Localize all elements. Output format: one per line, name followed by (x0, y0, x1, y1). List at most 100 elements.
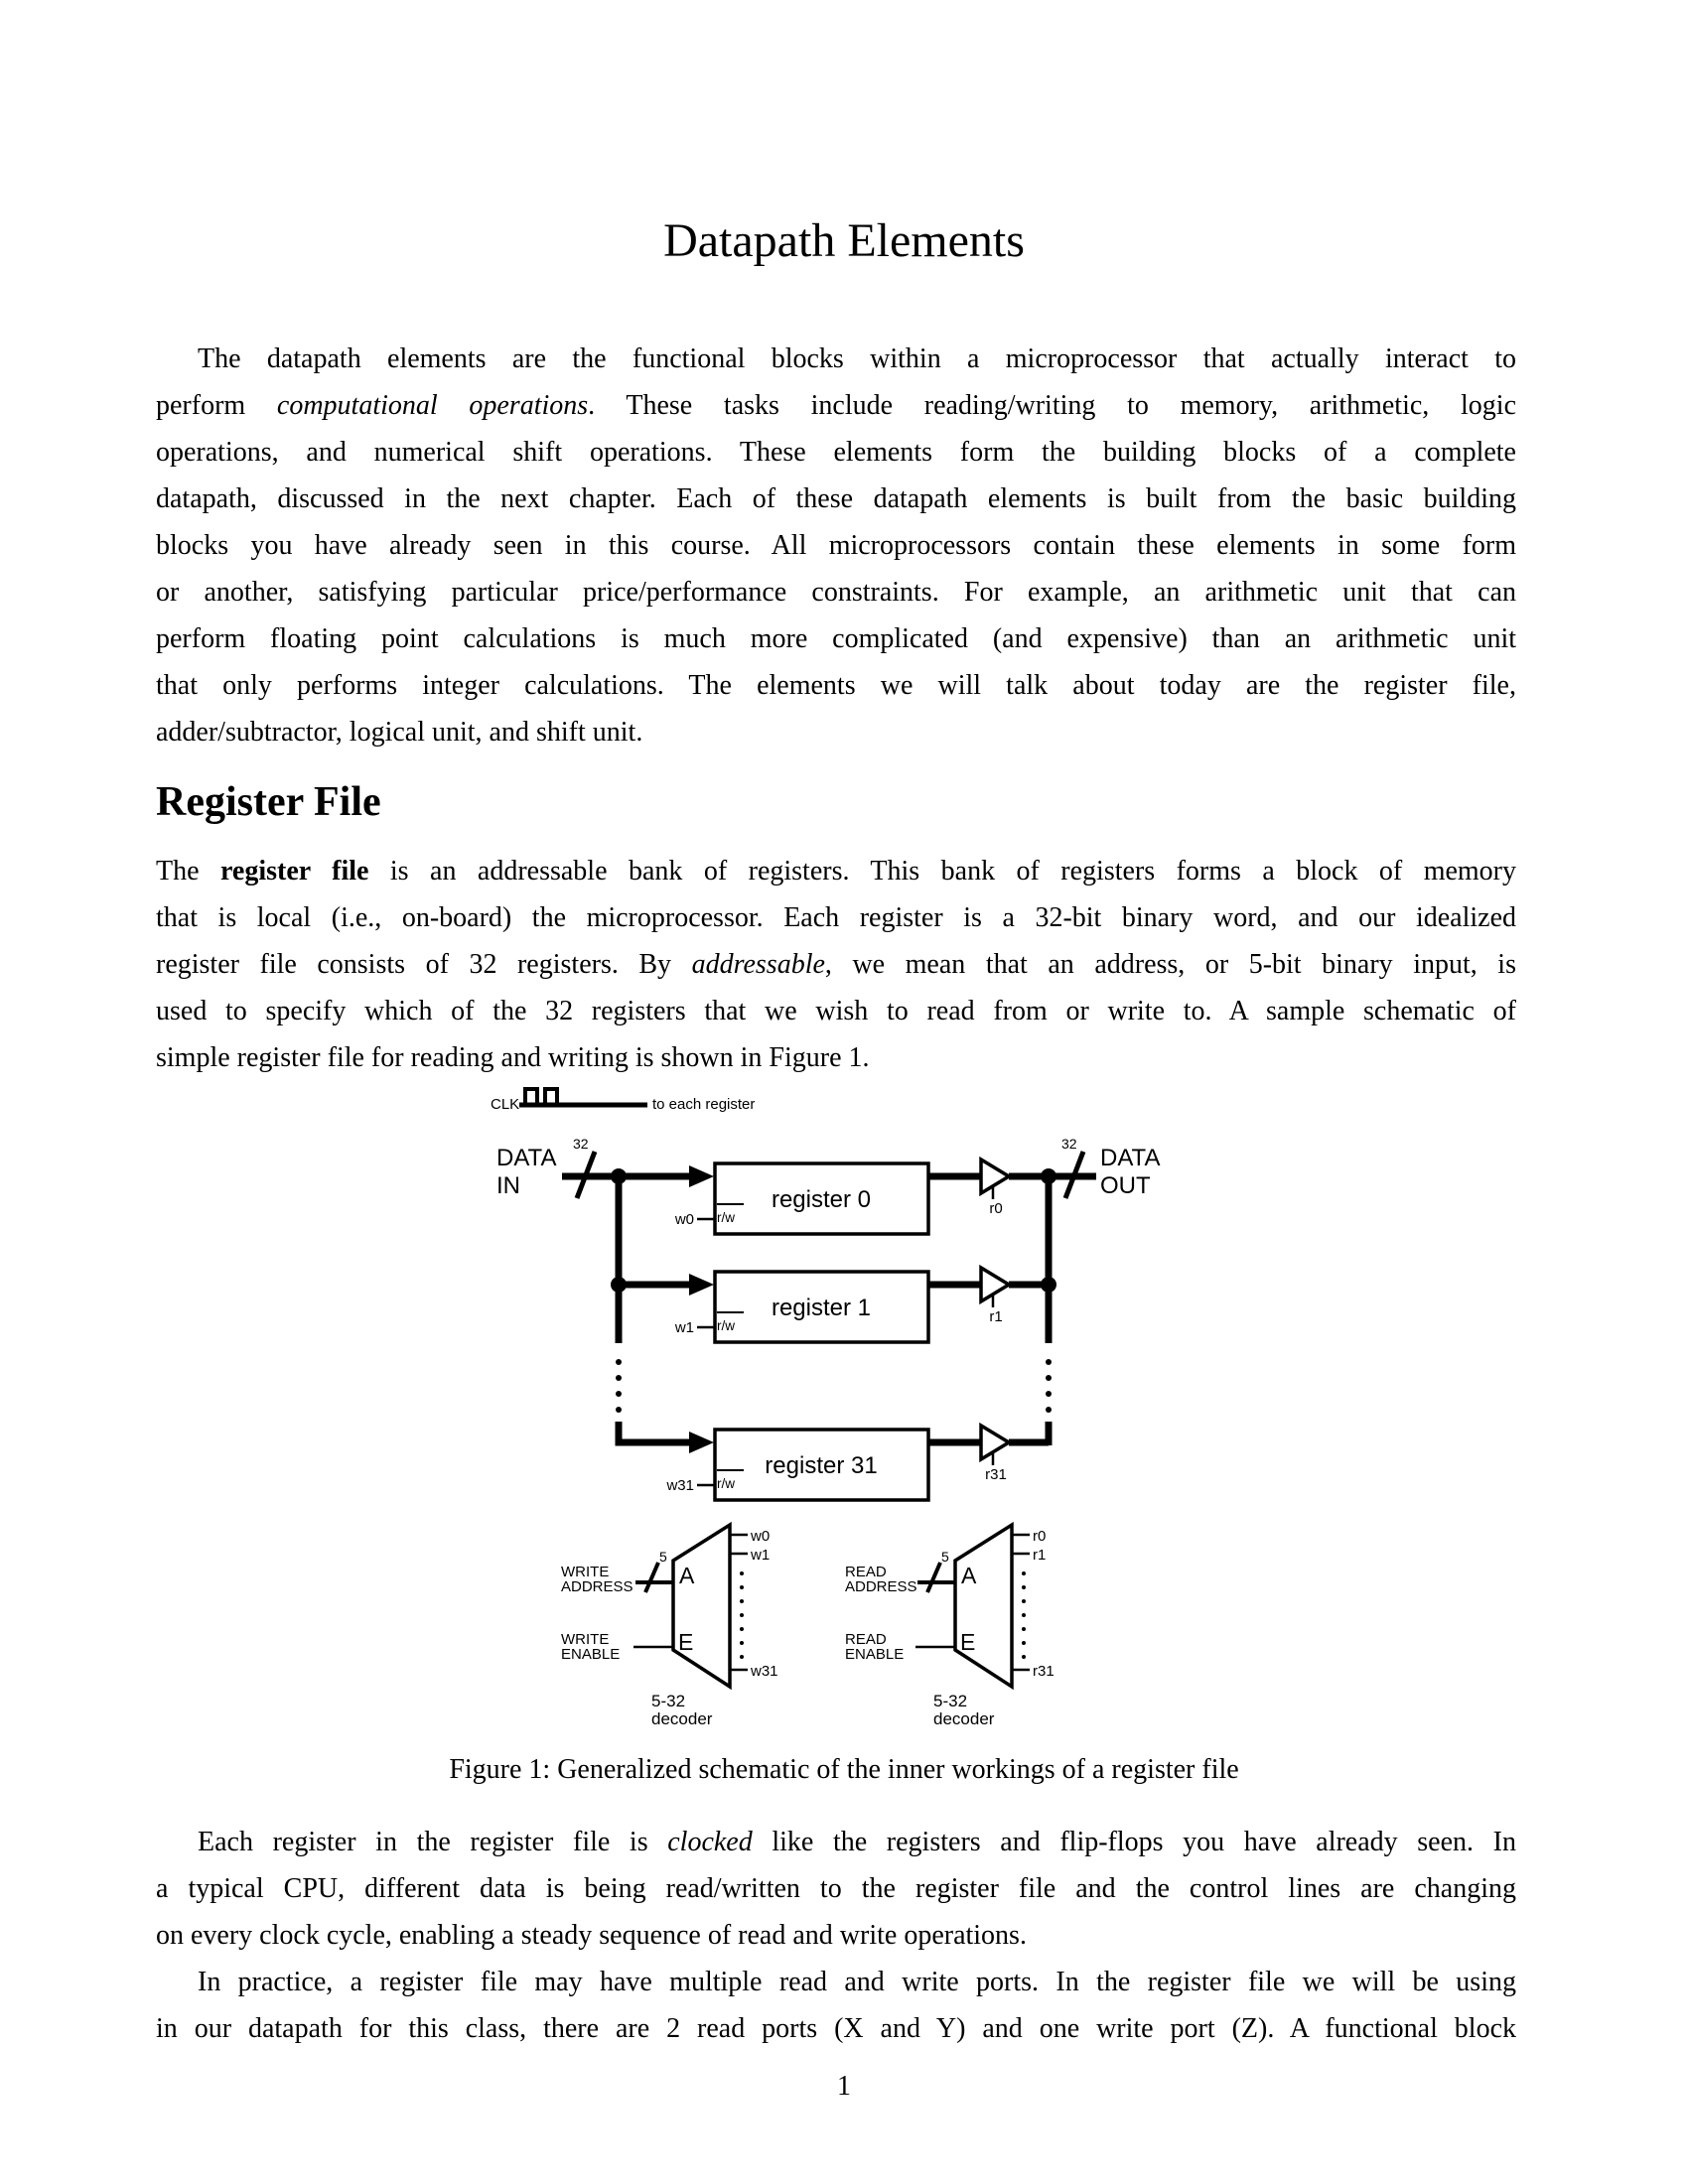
paragraph-intro: The datapath elements are the functional… (156, 336, 1516, 755)
text-line: operations, and numerical shift operatio… (156, 429, 1516, 476)
text-line: perform computational operations. These … (156, 382, 1516, 429)
text-line: simple register file for reading and wri… (156, 1034, 1516, 1081)
ellipsis-dot (616, 1407, 622, 1413)
text-segment: blocks you have already seen in this cou… (156, 530, 1516, 561)
decoder-type-label-1: 5-32 (933, 1692, 967, 1710)
register-31-label: register 31 (765, 1452, 877, 1479)
text-segment: is an addressable bank of registers. Thi… (368, 856, 1517, 887)
decoder-output-label: r1 (1033, 1547, 1046, 1564)
text-line: In practice, a register file may have mu… (156, 1959, 1516, 2005)
data-out-label-1: DATA (1100, 1145, 1160, 1171)
text-segment: , we mean that an address, or 5-bit bina… (824, 949, 1516, 980)
data-out-label-2: OUT (1100, 1172, 1151, 1199)
register-0-label: register 0 (772, 1186, 871, 1213)
text-line: on every clock cycle, enabling a steady … (156, 1912, 1516, 1959)
text-segment: . These tasks include reading/writing to… (588, 390, 1516, 421)
text-segment: perform floating point calculations is m… (156, 623, 1516, 654)
write-address-label-2: ADDRESS (561, 1578, 633, 1595)
tristate-buffer-icon (979, 1156, 1013, 1197)
text-line: perform floating point calculations is m… (156, 615, 1516, 662)
read-decoder-body (953, 1521, 1014, 1691)
register-1-label: register 1 (772, 1295, 871, 1321)
decoder-output-label: r31 (1033, 1663, 1055, 1680)
text-segment: adder/subtractor, logical unit, and shif… (156, 717, 643, 748)
text-segment: used to specify which of the 32 register… (156, 996, 1516, 1026)
ellipsis-dot (1022, 1627, 1026, 1631)
decoder-e-port: E (960, 1629, 975, 1655)
clock-section: CLK to each register (491, 1087, 755, 1113)
ellipsis-dot (740, 1641, 744, 1645)
text-segment: operations, and numerical shift operatio… (156, 437, 1516, 468)
register-1-row: register 1 w1 r/w r1 (674, 1264, 1049, 1344)
decoder-output-label: w31 (750, 1663, 778, 1680)
text-segment: perform (156, 390, 277, 421)
text-segment: like the registers and flip-flops you ha… (752, 1827, 1516, 1857)
read-enable-label: r0 (989, 1200, 1002, 1217)
data-in-section: DATA IN 32 (496, 1136, 691, 1199)
ellipsis-dot (1022, 1571, 1026, 1575)
text-segment: a typical CPU, different data is being r… (156, 1873, 1516, 1904)
ellipsis-dot (1046, 1359, 1052, 1365)
text-segment: Each register in the register file is (198, 1827, 668, 1857)
text-line: blocks you have already seen in this cou… (156, 522, 1516, 569)
write-bus (611, 1165, 714, 1453)
text-segment: that is local (i.e., on-board) the micro… (156, 902, 1516, 933)
write-select-label: w0 (674, 1211, 694, 1228)
read-enable-label: r31 (985, 1466, 1007, 1483)
text-line: The datapath elements are the functional… (156, 336, 1516, 382)
read-address-label-2: ADDRESS (845, 1578, 917, 1595)
text-line: a typical CPU, different data is being r… (156, 1865, 1516, 1912)
text-segment: datapath, discussed in the next chapter.… (156, 483, 1516, 514)
decoder-output-label: w0 (750, 1528, 770, 1545)
ellipsis-dot (740, 1655, 744, 1659)
register-31-box (713, 1428, 930, 1502)
write-bus-to-register-31 (615, 1422, 691, 1446)
addr-width-label: 5 (941, 1549, 949, 1565)
text-line: datapath, discussed in the next chapter.… (156, 476, 1516, 522)
ellipsis-dot (1022, 1655, 1026, 1659)
rw-port-label: r/w (717, 1318, 735, 1333)
write-enable-label-1: WRITE (561, 1631, 609, 1648)
ellipsis-dot (740, 1627, 744, 1631)
bus-width-label: 32 (1061, 1136, 1077, 1152)
text-segment: The (156, 856, 220, 887)
paragraph-ports: In practice, a register file may have mu… (156, 1959, 1516, 2052)
bus-width-label: 32 (573, 1136, 589, 1152)
write-select-label: w1 (674, 1319, 694, 1336)
decoder-type-label-2: decoder (651, 1709, 713, 1728)
text-line: adder/subtractor, logical unit, and shif… (156, 709, 1516, 755)
read-enable-label-2: ENABLE (845, 1646, 904, 1663)
text-segment: register file (219, 856, 369, 887)
text-line: that is local (i.e., on-board) the micro… (156, 894, 1516, 941)
figure-caption: Figure 1: Generalized schematic of the i… (449, 1754, 1239, 1785)
text-line: Each register in the register file is cl… (156, 1819, 1516, 1865)
bus-width-slash (1062, 1151, 1086, 1199)
ellipsis-dot (1046, 1407, 1052, 1413)
text-line: or another, satisfying particular price/… (156, 569, 1516, 615)
read-address-label-1: READ (845, 1564, 887, 1580)
text-segment: The datapath elements are the functional… (198, 343, 1516, 374)
ellipsis-dot (1046, 1375, 1052, 1381)
decoder-a-port: A (961, 1563, 977, 1588)
data-in-label-1: DATA (496, 1145, 556, 1171)
paragraph-register-file: The register file is an addressable bank… (156, 848, 1516, 1081)
tristate-buffer-icon (979, 1422, 1013, 1463)
arrowhead-icon (689, 1165, 714, 1187)
read-enable-label-1: READ (845, 1631, 887, 1648)
read-enable-label: r1 (989, 1308, 1002, 1325)
text-segment: In practice, a register file may have mu… (198, 1967, 1516, 1997)
addr-width-slash (925, 1562, 942, 1593)
ellipsis-dot (740, 1599, 744, 1603)
decoder-type-label-2: decoder (933, 1709, 995, 1728)
page-title: Datapath Elements (663, 214, 1025, 267)
arrowhead-icon (689, 1432, 714, 1453)
data-out-section: 32 DATA OUT (1041, 1136, 1160, 1445)
rw-port-label: r/w (717, 1476, 735, 1491)
ellipsis-dot (1022, 1613, 1026, 1617)
ellipsis-dot (616, 1359, 622, 1365)
page-number: 1 (837, 2071, 851, 2102)
text-segment: that only performs integer calculations.… (156, 670, 1516, 701)
data-in-label-2: IN (496, 1172, 520, 1199)
text-segment: register file consists of 32 registers. … (156, 949, 692, 980)
text-segment: or another, satisfying particular price/… (156, 577, 1516, 608)
